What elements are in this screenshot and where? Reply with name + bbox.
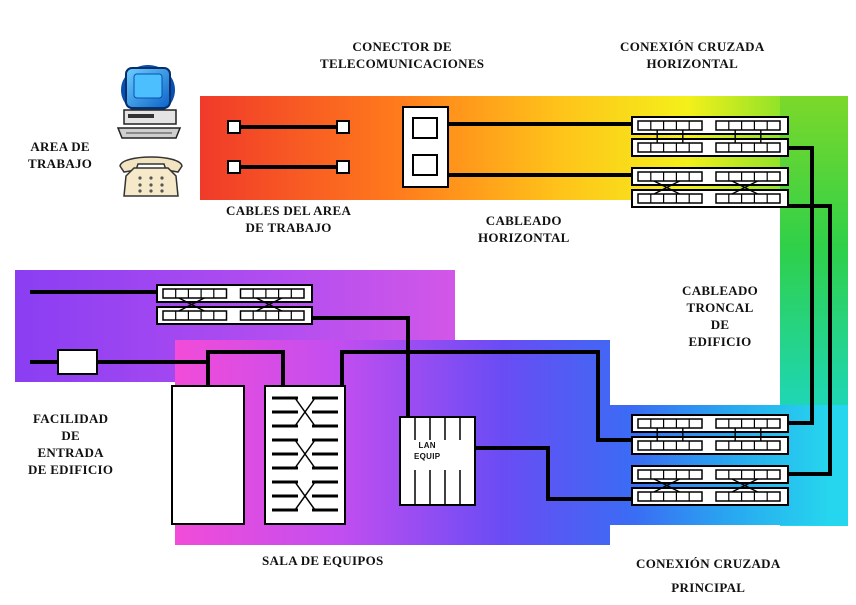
patch-panel [631, 414, 789, 433]
patch-panel [156, 306, 313, 325]
cross-connect-panels [156, 116, 789, 506]
patch-panel [631, 138, 789, 157]
label-sala-equipos: SALA DE EQUIPOS [262, 553, 384, 568]
patch-panel [631, 189, 789, 208]
patch-panel [631, 465, 789, 484]
equipment-room-band [175, 340, 610, 545]
patch-panel [631, 436, 789, 455]
computer-icon [116, 65, 182, 139]
entrance-cabling [30, 290, 632, 501]
work-area-cables [227, 120, 350, 174]
patch-panel [156, 284, 313, 303]
jumper-wires [178, 297, 283, 312]
jumper-wires [656, 428, 762, 441]
main-distribution-frame [264, 385, 346, 525]
backbone-cabling [788, 146, 832, 476]
entrance-protector [57, 349, 98, 375]
patch-panel [631, 167, 789, 186]
patch-panel [631, 116, 789, 135]
jumper-wires [656, 130, 762, 143]
horizontal-cabling [448, 122, 632, 177]
lan-equipment [399, 416, 476, 506]
equipment-cabinet [171, 385, 245, 525]
telephone-icon [119, 156, 183, 197]
telecom-outlet [402, 106, 449, 188]
jumper-wires [653, 180, 758, 195]
jumper-wires [653, 478, 758, 493]
patch-panel [631, 487, 789, 506]
